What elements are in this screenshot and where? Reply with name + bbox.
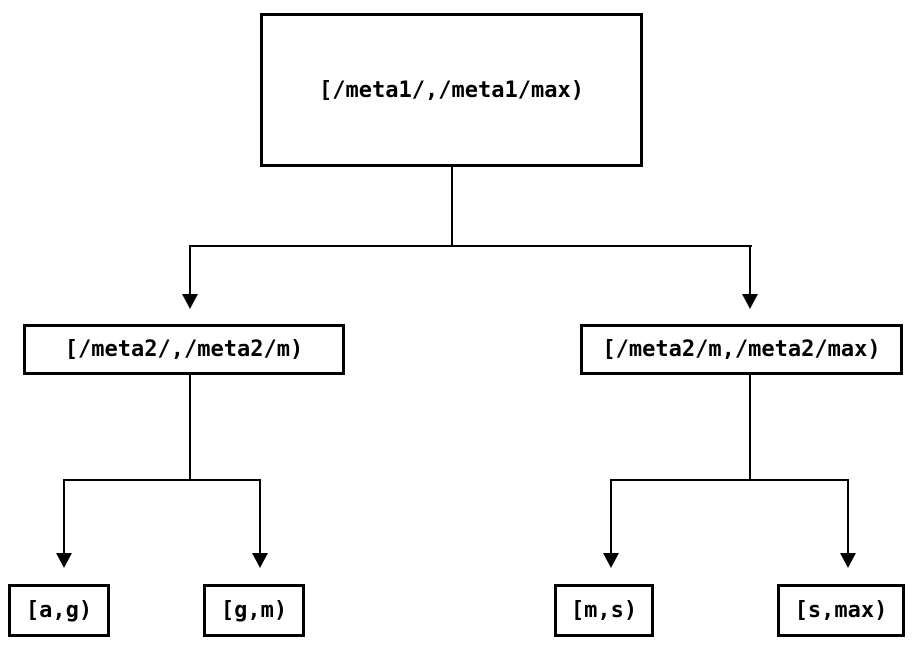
edge-root-hbar (189, 245, 752, 247)
edge-left-drop-gm (259, 479, 261, 555)
edge-left-drop-ag (63, 479, 65, 555)
node-root: [/meta1/,/meta1/max) (260, 13, 643, 167)
edge-root-stem (451, 167, 453, 247)
edge-left-hbar (63, 479, 261, 481)
arrow-down-icon (742, 294, 758, 309)
arrow-down-icon (603, 553, 619, 568)
node-leaf-g-m: [g,m) (203, 584, 305, 637)
arrow-down-icon (840, 553, 856, 568)
node-leaf-m-s: [m,s) (554, 584, 654, 637)
node-meta2-low: [/meta2/,/meta2/m) (23, 324, 345, 375)
edge-right-hbar (610, 479, 849, 481)
node-leaf-a-g: [a,g) (8, 584, 110, 637)
edge-root-right-drop (749, 245, 751, 296)
edge-right-drop-ms (610, 479, 612, 555)
node-leaf-s-max: [s,max) (777, 584, 905, 637)
arrow-down-icon (56, 553, 72, 568)
edge-root-left-drop (189, 245, 191, 296)
arrow-down-icon (182, 294, 198, 309)
edge-left-stem (189, 375, 191, 481)
edge-right-stem (749, 375, 751, 481)
node-meta2-high: [/meta2/m,/meta2/max) (580, 324, 903, 375)
arrow-down-icon (252, 553, 268, 568)
edge-right-drop-smax (847, 479, 849, 555)
